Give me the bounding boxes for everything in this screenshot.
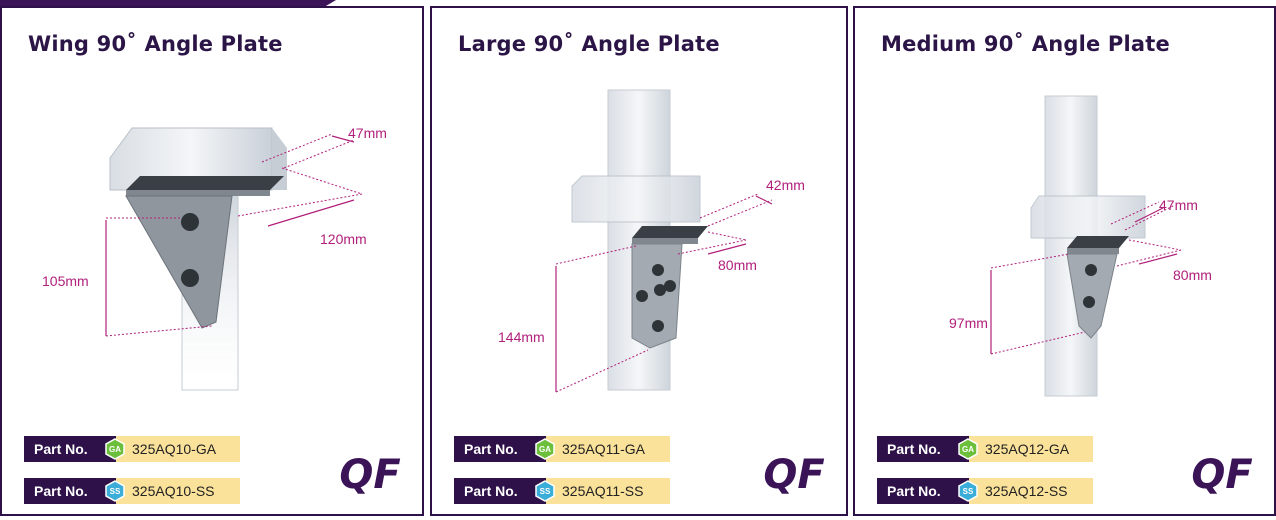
dim-length: 120mm (320, 231, 367, 247)
product-card-wing: Wing 90˚ Angle Plate (0, 6, 424, 516)
product-title: Large 90˚ Angle Plate (458, 32, 720, 56)
ga-badge-icon: GA (957, 438, 979, 460)
dim-height: 97mm (949, 315, 988, 331)
ss-badge-icon: SS (957, 480, 979, 502)
part-number: 325AQ10-GA (116, 436, 240, 462)
part-label: Part No. (24, 478, 116, 504)
product-card-medium: Medium 90˚ Angle Plate 47mm 80mm 97mm Pa (853, 6, 1276, 516)
product-illustration: 42mm 80mm 144mm (498, 89, 805, 393)
part-row-ga: Part No. GA 325AQ10-GA (24, 436, 240, 462)
ss-badge-icon: SS (104, 480, 126, 502)
ss-badge-icon: SS (534, 480, 556, 502)
part-label: Part No. (454, 478, 546, 504)
ga-badge-icon: GA (534, 438, 556, 460)
part-row-ss: Part No. SS 325AQ10-SS (24, 478, 240, 504)
dim-depth: 42mm (766, 177, 805, 193)
product-title: Medium 90˚ Angle Plate (881, 32, 1170, 56)
qf-logo: QF (1191, 452, 1252, 494)
qf-logo: QF (763, 452, 824, 494)
part-number: 325AQ12-GA (969, 436, 1093, 462)
product-card-large: Large 90˚ Angle Plate 4 (430, 6, 848, 516)
product-title: Wing 90˚ Angle Plate (28, 32, 283, 56)
product-illustration: 47mm 120mm 105mm (42, 125, 387, 391)
product-illustration: 47mm 80mm 97mm (949, 95, 1212, 397)
part-label: Part No. (454, 436, 546, 462)
part-label: Part No. (877, 478, 969, 504)
part-row-ss: Part No. SS 325AQ12-SS (877, 478, 1093, 504)
part-label: Part No. (877, 436, 969, 462)
part-number: 325AQ11-GA (546, 436, 670, 462)
dim-depth: 47mm (348, 125, 387, 141)
ga-badge-icon: GA (104, 438, 126, 460)
svg-text:QF: QF (1191, 452, 1252, 494)
part-number: 325AQ10-SS (116, 478, 240, 504)
header-tab (0, 0, 336, 8)
dim-height: 144mm (498, 329, 545, 345)
part-number: 325AQ12-SS (969, 478, 1093, 504)
part-row-ss: Part No. SS 325AQ11-SS (454, 478, 670, 504)
part-number: 325AQ11-SS (546, 478, 670, 504)
dim-depth: 47mm (1159, 197, 1198, 213)
dim-length: 80mm (718, 257, 757, 273)
qf-logo: QF (339, 452, 400, 494)
part-row-ga: Part No. GA 325AQ11-GA (454, 436, 670, 462)
svg-text:QF: QF (339, 452, 400, 494)
part-row-ga: Part No. GA 325AQ12-GA (877, 436, 1093, 462)
svg-text:QF: QF (763, 452, 824, 494)
dim-length: 80mm (1173, 267, 1212, 283)
dimension-lines (105, 133, 363, 337)
part-label: Part No. (24, 436, 116, 462)
dim-height: 105mm (42, 273, 89, 289)
